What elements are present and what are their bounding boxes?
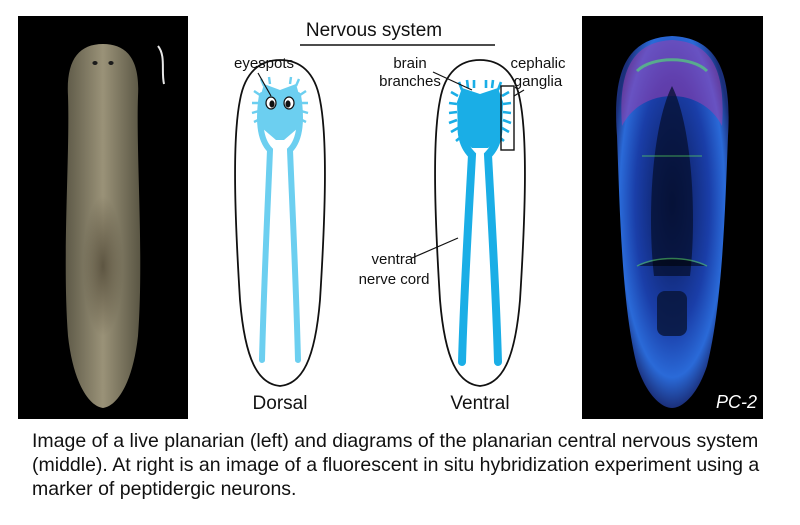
ventral-nerve-cord-label-line1: ventral: [371, 251, 416, 268]
eyespots-label: eyespots: [234, 55, 294, 72]
live-planarian-photo: [18, 16, 188, 419]
cephalic-ganglia-box: [500, 85, 515, 151]
ventral-diagram: [434, 59, 526, 387]
eyespots-pointer: [257, 72, 272, 97]
cephalic-ganglia-label-line1: cephalic: [510, 55, 566, 72]
pc2-marker-label: PC-2: [715, 392, 757, 412]
cephalic-ganglia-pointer: [513, 89, 525, 97]
figure-caption: Image of a live planarian (left) and dia…: [32, 430, 760, 500]
ventral-body-outline: [434, 59, 526, 387]
ventral-nerve-cord-pointer: [411, 237, 459, 259]
ventral-label: Ventral: [450, 393, 509, 414]
brain-branches-pointer: [432, 71, 473, 91]
dorsal-body-outline: [234, 59, 326, 387]
dorsal-label: Dorsal: [253, 393, 308, 414]
cephalic-ganglia-label-line2: ganglia: [514, 73, 563, 90]
dorsal-diagram: [234, 59, 326, 387]
brain-branches-label-line2: branches: [379, 73, 441, 90]
nervous-system-diagram: Nervous system eyespots Dorsal brain bra…: [234, 20, 566, 414]
ventral-nerve-cord-label-line2: nerve cord: [359, 271, 430, 288]
brain-branches-label-line1: brain: [393, 55, 426, 72]
fish-fluorescence-image: PC-2: [582, 16, 763, 419]
diagram-title: Nervous system: [306, 20, 442, 41]
ventral-nerve-system: [448, 79, 512, 366]
